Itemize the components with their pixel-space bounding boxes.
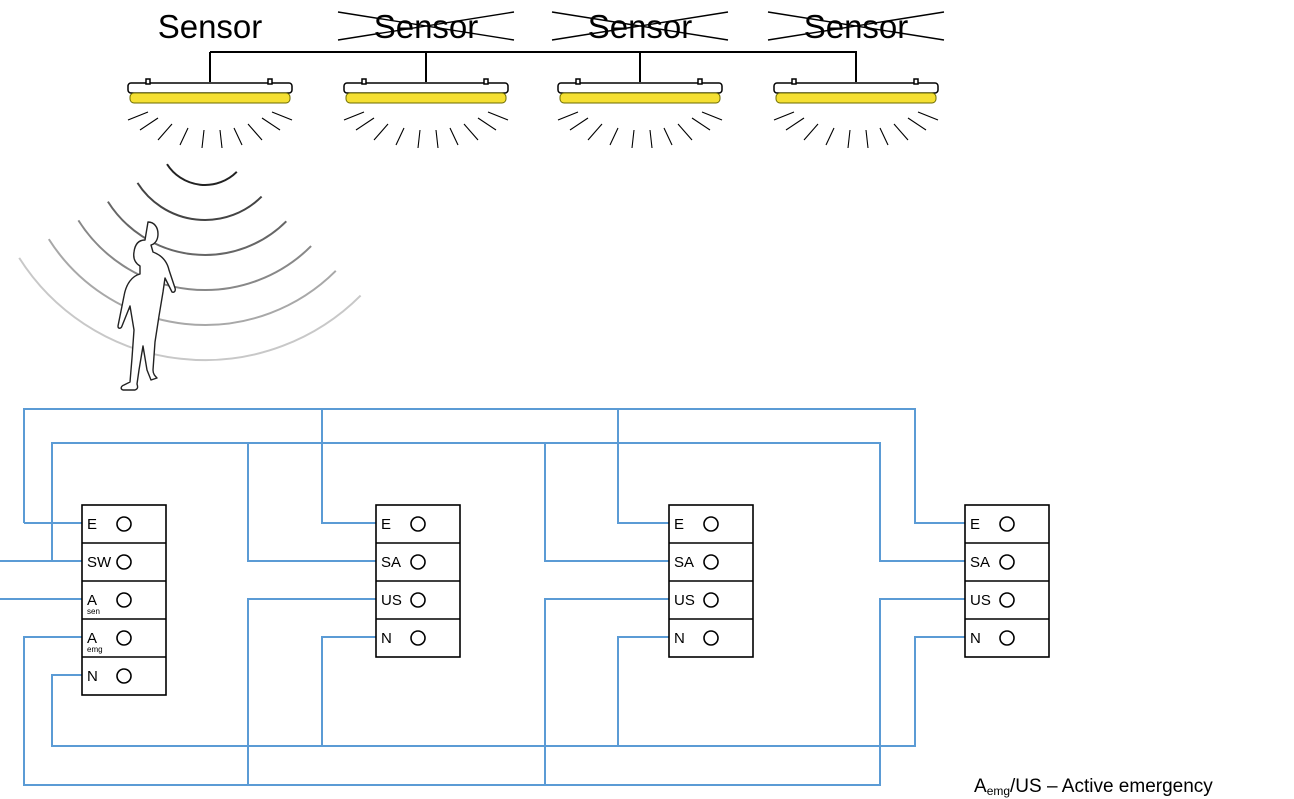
strike-line xyxy=(551,11,729,41)
ceiling-light-icon xyxy=(773,78,939,149)
ceiling-light-icon xyxy=(127,78,293,149)
screw-terminal-icon xyxy=(116,516,132,532)
terminal-label: A xyxy=(87,592,97,609)
terminal-us: US xyxy=(970,592,1015,609)
screw-terminal-icon xyxy=(116,592,132,608)
screw-terminal-icon xyxy=(703,592,719,608)
terminal-e: E xyxy=(381,516,426,533)
sensor-label-2: Sensor xyxy=(337,8,515,45)
terminal-n: N xyxy=(674,630,719,647)
terminal-sw: SW xyxy=(87,554,132,571)
terminal-e: E xyxy=(970,516,1015,533)
legend: Aemg/US – Active emergency xyxy=(974,776,1213,798)
ceiling-light-icon xyxy=(343,78,509,149)
sensor-label-4: Sensor xyxy=(767,8,945,45)
terminal-block-3: E SA US N xyxy=(668,504,754,658)
terminal-label: US xyxy=(381,592,402,609)
terminal-us: US xyxy=(381,592,426,609)
terminal-label: US xyxy=(970,592,991,609)
screw-terminal-icon xyxy=(999,554,1015,570)
terminal-n: N xyxy=(970,630,1015,647)
screw-terminal-icon xyxy=(410,630,426,646)
sensor-label-1: Sensor xyxy=(158,8,263,45)
screw-terminal-icon xyxy=(703,516,719,532)
terminal-label: A xyxy=(87,630,97,647)
luminaire-link-line xyxy=(209,51,857,82)
terminal-label: E xyxy=(970,516,980,533)
screw-terminal-icon xyxy=(116,630,132,646)
sensor-text: Sensor xyxy=(158,8,263,45)
screw-terminal-icon xyxy=(999,630,1015,646)
screw-terminal-icon xyxy=(999,516,1015,532)
strike-line xyxy=(767,11,945,41)
ceiling-light-icon xyxy=(557,78,723,149)
terminal-us: US xyxy=(674,592,719,609)
terminal-label: E xyxy=(87,516,97,533)
terminal-sa: SA xyxy=(970,554,1015,571)
motion-waves-icon xyxy=(18,163,362,362)
wiring-lines xyxy=(0,408,965,786)
terminal-sublabel: sen xyxy=(87,607,100,616)
screw-terminal-icon xyxy=(410,516,426,532)
terminal-n: N xyxy=(381,630,426,647)
terminal-label: SA xyxy=(970,554,990,571)
terminal-block-2: E SA US N xyxy=(375,504,461,658)
terminal-label: E xyxy=(381,516,391,533)
sensor-labels: Sensor Sensor Sensor Sensor xyxy=(158,8,945,45)
terminal-label: N xyxy=(381,630,392,647)
terminal-sa: SA xyxy=(674,554,719,571)
terminal-label: SW xyxy=(87,554,112,571)
walking-person-icon xyxy=(117,221,176,391)
screw-terminal-icon xyxy=(703,554,719,570)
terminal-label: N xyxy=(970,630,981,647)
terminal-label: SA xyxy=(674,554,694,571)
terminal-sublabel: emg xyxy=(87,645,103,654)
terminal-label: SA xyxy=(381,554,401,571)
terminal-e: E xyxy=(87,516,132,533)
terminal-n: N xyxy=(87,668,132,685)
luminaires xyxy=(127,78,939,149)
terminal-label: US xyxy=(674,592,695,609)
terminal-e: E xyxy=(674,516,719,533)
screw-terminal-icon xyxy=(999,592,1015,608)
terminal-a-emg: Aemg xyxy=(87,630,132,654)
screw-terminal-icon xyxy=(116,668,132,684)
terminal-label: E xyxy=(674,516,684,533)
terminal-label: N xyxy=(87,668,98,685)
screw-terminal-icon xyxy=(410,592,426,608)
strike-line xyxy=(337,11,515,41)
screw-terminal-icon xyxy=(703,630,719,646)
terminal-sa: SA xyxy=(381,554,426,571)
screw-terminal-icon xyxy=(116,554,132,570)
terminal-label: N xyxy=(674,630,685,647)
sensor-label-3: Sensor xyxy=(551,8,729,45)
terminal-block-4: E SA US N xyxy=(964,504,1050,658)
screw-terminal-icon xyxy=(410,554,426,570)
